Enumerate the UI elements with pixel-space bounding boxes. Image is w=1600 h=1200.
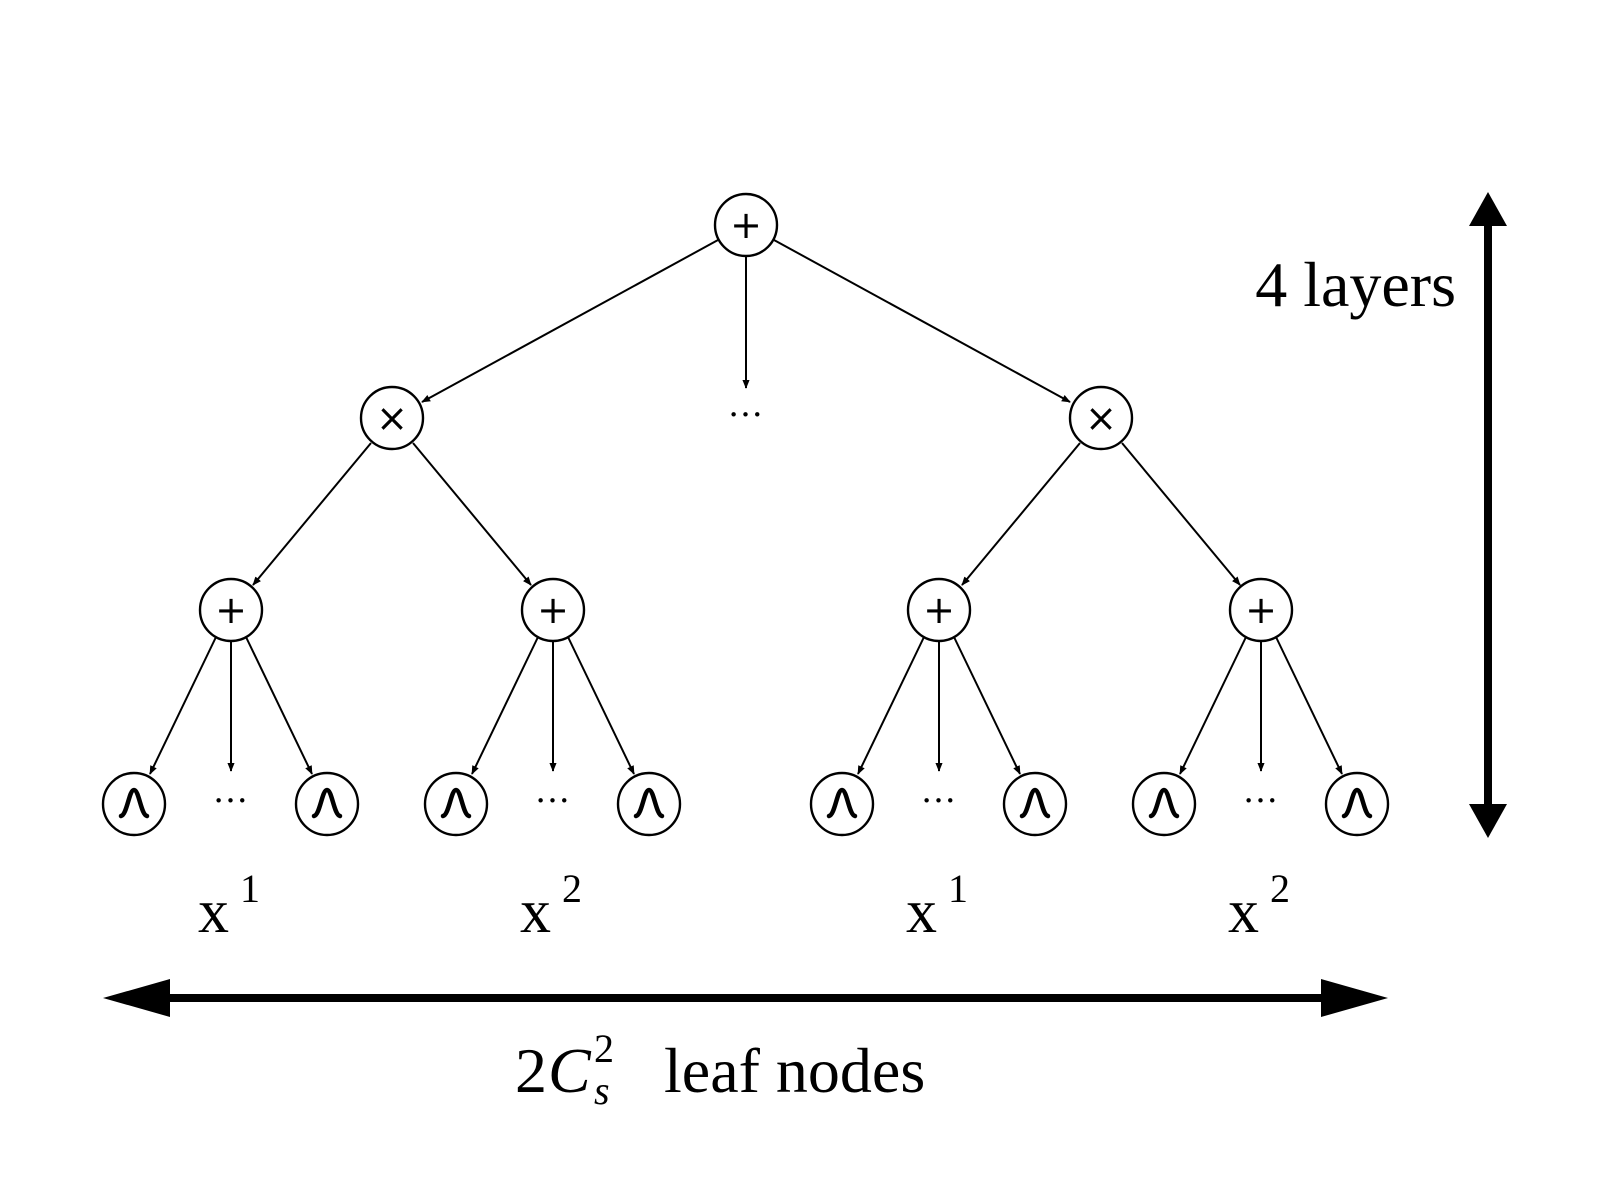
edge-sum-4-leaf-b — [1275, 636, 1343, 775]
leaf-count-subscript: s — [594, 1068, 610, 1113]
leaf-ellipsis-1: ··· — [213, 781, 248, 821]
edge-product-right-sum-3 — [961, 442, 1081, 586]
variable-label-2: x 2 — [520, 866, 582, 946]
leaf-count-superscript: 2 — [594, 1026, 614, 1071]
leaf-node-6 — [1002, 771, 1068, 837]
leaf-count-text: leaf nodes — [664, 1035, 925, 1106]
gaussian-icon — [1341, 787, 1373, 819]
gaussian-icon — [1148, 787, 1180, 819]
product-node-left: × — [359, 385, 425, 451]
sum-symbol: + — [923, 588, 955, 632]
variable-base: x — [520, 878, 551, 946]
variable-label-1: x 1 — [198, 866, 260, 946]
leaf-count-label: 2 C 2 s leaf nodes — [515, 1026, 925, 1113]
leaf-node-8 — [1324, 771, 1390, 837]
edge-sum-1-leaf-a — [149, 636, 217, 775]
sum-symbol: + — [215, 588, 247, 632]
edge-sum-4-leaf-a — [1179, 636, 1247, 775]
edge-sum-3-leaf-b — [953, 636, 1021, 775]
leaf-layer — [101, 771, 1390, 837]
variable-superscript: 1 — [948, 866, 968, 911]
arrow-left-head — [103, 979, 170, 1017]
variable-superscript: 2 — [1270, 866, 1290, 911]
variable-label-4: x 2 — [1228, 866, 1290, 946]
leaf-ellipsis-3: ··· — [921, 781, 956, 821]
middle-ellipsis: ··· — [728, 395, 763, 435]
leaf-ellipsis-4: ··· — [1243, 781, 1278, 821]
edge-product-right-sum-4 — [1121, 442, 1241, 586]
gaussian-icon — [826, 787, 858, 819]
variable-base: x — [906, 878, 937, 946]
leaf-count-symbol: C — [548, 1035, 592, 1106]
root-sum-symbol: + — [730, 203, 762, 247]
leaf-count-double-arrow — [103, 979, 1388, 1017]
leaf-node-2 — [294, 771, 360, 837]
edge-product-left-sum-2 — [412, 442, 532, 586]
leaf-node-3 — [423, 771, 489, 837]
sum-symbol: + — [537, 588, 569, 632]
arrow-down-head — [1469, 804, 1507, 838]
root-sum-node: + — [713, 192, 779, 258]
product-node-right: × — [1068, 385, 1134, 451]
variable-superscript: 1 — [240, 866, 260, 911]
gaussian-icon — [311, 787, 343, 819]
leaf-node-4 — [616, 771, 682, 837]
edge-root-product-left — [421, 239, 719, 403]
edge-sum-3-leaf-a — [857, 636, 925, 775]
product-symbol: × — [376, 396, 408, 440]
sum-edges — [149, 636, 1343, 775]
variable-label-3: x 1 — [906, 866, 968, 946]
gaussian-icon — [1019, 787, 1051, 819]
gaussian-icon — [440, 787, 472, 819]
gaussian-icon — [118, 787, 150, 819]
variable-base: x — [1228, 878, 1259, 946]
product-edges — [252, 442, 1241, 586]
edge-sum-2-leaf-b — [567, 636, 635, 775]
edge-root-product-right — [773, 239, 1071, 403]
leaf-count-coef: 2 — [515, 1035, 547, 1106]
leaf-ellipsis-2: ··· — [535, 781, 570, 821]
product-symbol: × — [1085, 396, 1117, 440]
sum-node-3: + — [906, 577, 972, 643]
arrow-right-head — [1321, 979, 1388, 1017]
leaf-node-1 — [101, 771, 167, 837]
arrow-up-head — [1469, 192, 1507, 226]
edge-sum-1-leaf-b — [245, 636, 313, 775]
sum-node-2: + — [520, 577, 586, 643]
edge-sum-2-leaf-a — [471, 636, 539, 775]
variable-base: x — [198, 878, 229, 946]
root-edges — [421, 239, 1071, 403]
variable-superscript: 2 — [562, 866, 582, 911]
layers-label: 4 layers — [1255, 249, 1456, 320]
leaf-node-7 — [1131, 771, 1197, 837]
layers-double-arrow — [1469, 192, 1507, 838]
leaf-node-5 — [809, 771, 875, 837]
sum-node-4: + — [1228, 577, 1294, 643]
gaussian-icon — [633, 787, 665, 819]
edge-product-left-sum-1 — [252, 442, 372, 586]
sum-symbol: + — [1245, 588, 1277, 632]
sum-node-1: + — [198, 577, 264, 643]
